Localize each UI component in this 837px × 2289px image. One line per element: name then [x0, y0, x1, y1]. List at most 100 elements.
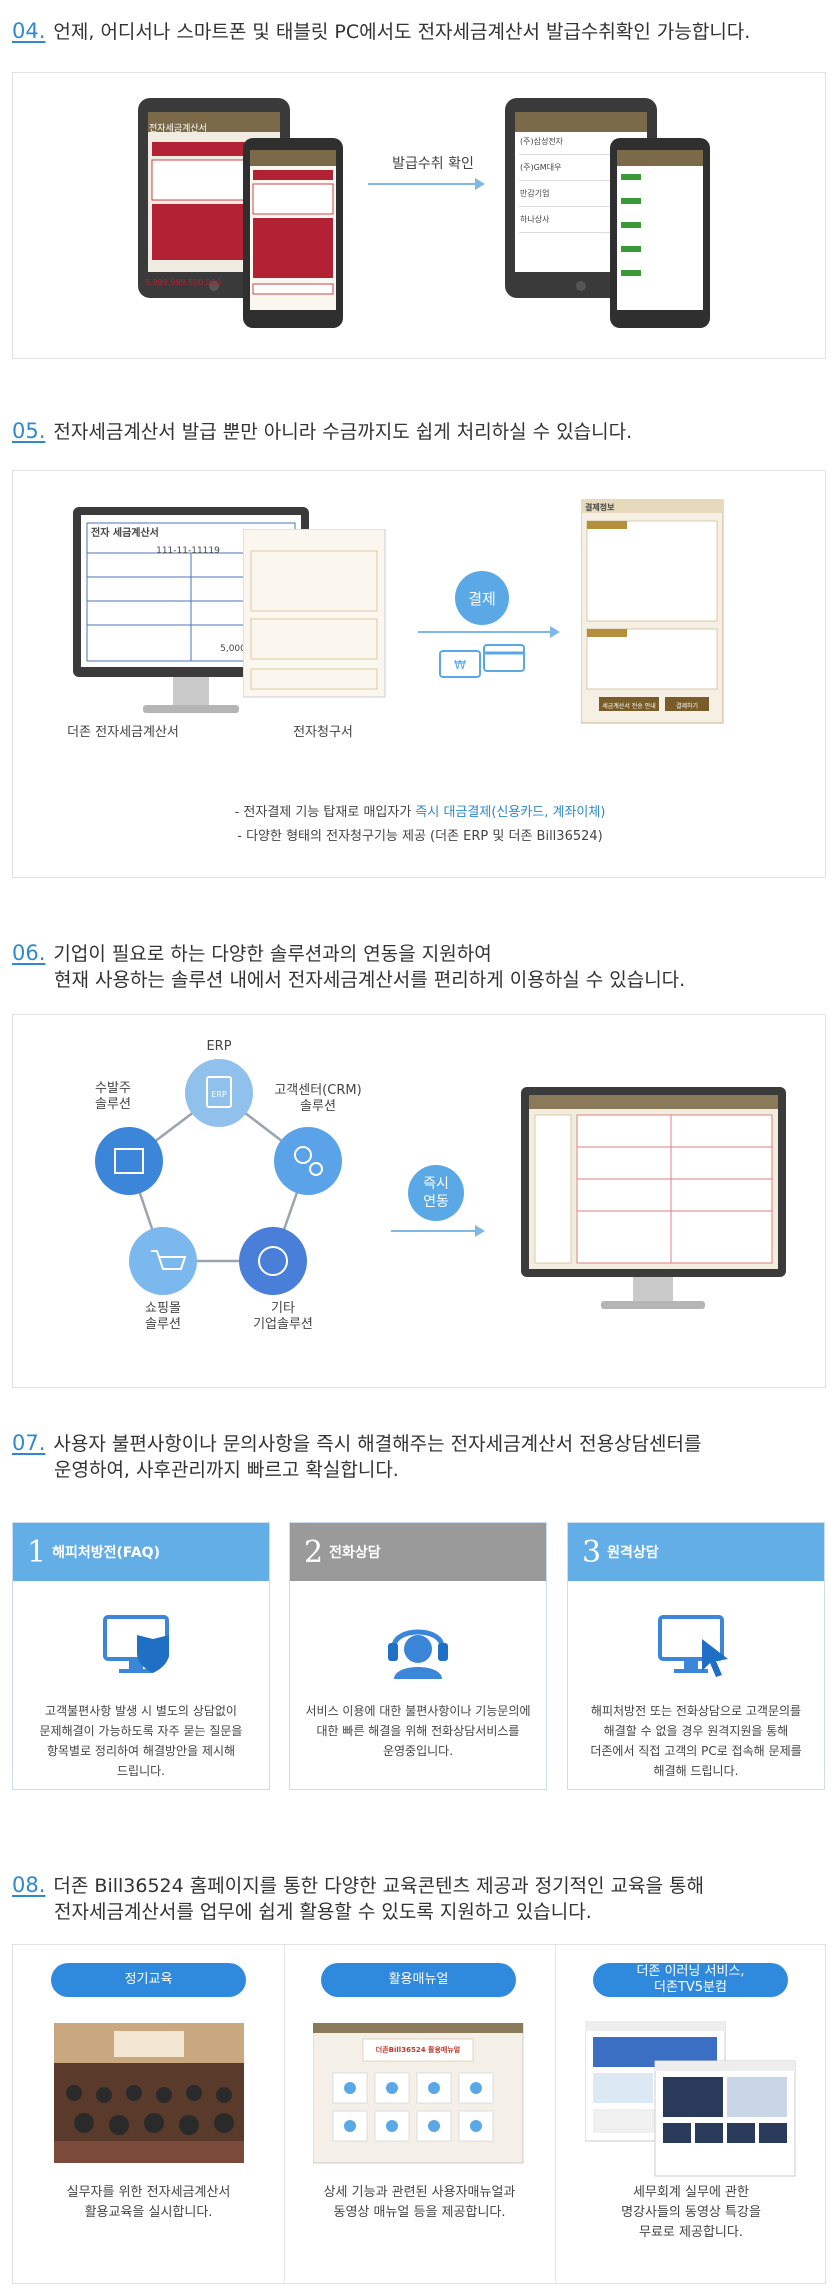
pay-button[interactable]: 결제하기	[675, 703, 699, 710]
list-row-3: 만감기업	[520, 189, 550, 198]
list-row-4: 하나상사	[520, 215, 550, 224]
section-04-panel: 전자세금계산서 5,999,999,500,000 발급수취 확인 (주)삼성전…	[12, 72, 826, 359]
section-05-title: 전자세금계산서 발급 뿐만 아니라 수금까지도 쉽게 처리하실 수 있습니다.	[53, 421, 633, 443]
caption-user-manual-2: 동영상 매뉴얼 등을 제공합니다.	[333, 2205, 506, 2220]
section-06-number: 06.	[12, 941, 46, 965]
card-remote-title: 원격상담	[607, 1545, 659, 1561]
caption-douzone-invoice: 더존 전자세금계산서	[67, 725, 179, 740]
card-faq-body: 고객불편사항 발생 시 별도의 상담없이 문제해결이 가능하도록 자주 묻는 질…	[13, 1701, 269, 1781]
card-remote[interactable]: 3 원격상담 해피처방전 또는 전화상담으로 고객문의를 해결할 수 없을 경우 …	[567, 1522, 825, 1790]
section-04: 04. 언제, 어디서나 스마트폰 및 태블릿 PC에서도 전자세금계산서 발급수…	[0, 0, 837, 360]
card-phone-title: 전화상담	[329, 1545, 381, 1561]
node-etc-label-1: 기타	[271, 1301, 295, 1316]
node-crm-label-2: 솔루션	[300, 1099, 336, 1114]
tablet-doc-title: 전자세금계산서	[149, 124, 207, 134]
section-04-title: 언제, 어디서나 스마트폰 및 태블릿 PC에서도 전자세금계산서 발급수취확인…	[53, 21, 751, 43]
column-divider	[284, 1945, 285, 2283]
caption-elearning-2: 명강사들의 동영상 특강을	[621, 2205, 761, 2220]
section-07-number: 07.	[12, 1431, 46, 1455]
card-remote-line-1: 해피처방전 또는 전화상담으로 고객문의를	[590, 1704, 802, 1718]
node-crm-label: 고객센터(CRM)솔루션	[258, 1083, 378, 1115]
section-05-panel: 전자 세금계산서 111-11-11119 5,000 더존 전자세금계산서 전…	[12, 470, 826, 878]
pill-elearning-label-1: 더존 이러닝 서비스,	[636, 1964, 745, 1979]
node-erp-label: ERP	[206, 1039, 232, 1054]
card-phone-line-2: 대한 빠른 해결을 위해 전화상담서비스를	[316, 1724, 520, 1738]
section-08: 08.더존 Bill36524 홈페이지를 통한 다양한 교육콘텐츠 제공과 정…	[0, 1862, 837, 2289]
section-05-number: 05.	[12, 419, 46, 443]
instant-link-badge-1: 즉시	[423, 1176, 449, 1192]
tablet-doc-amount: 5,999,999,500,000	[144, 278, 222, 287]
node-crm-label-1: 고객센터(CRM)	[274, 1083, 362, 1098]
node-order-label-1: 수발주	[95, 1081, 131, 1096]
card-remote-body: 해피처방전 또는 전화상담으로 고객문의를 해결할 수 없을 경우 원격지원을 …	[568, 1701, 824, 1781]
card-remote-line-2: 해결할 수 없을 경우 원격지원을 통해	[603, 1724, 789, 1738]
payment-badge: 결제	[455, 571, 509, 625]
section-08-heading: 08.더존 Bill36524 홈페이지를 통한 다양한 교육콘텐츠 제공과 정…	[12, 1872, 704, 1925]
section-05-heading: 05. 전자세금계산서 발급 뿐만 아니라 수금까지도 쉽게 처리하실 수 있습니…	[12, 418, 632, 445]
section-06-title-1: 기업이 필요로 하는 다양한 솔루션과의 연동을 지원하여	[53, 943, 492, 965]
card-faq-line-4: 드립니다.	[117, 1764, 165, 1778]
card-faq-line-2: 문제해결이 가능하도록 자주 묻는 질문을	[39, 1724, 243, 1738]
list-row-2: (주)GM대우	[520, 163, 562, 172]
column-divider	[555, 1945, 556, 2283]
pill-elearning-label-2: 더존TV5분컴	[654, 1980, 727, 1995]
pill-regular-education[interactable]: 정기교육	[51, 1963, 246, 1997]
section-05: 05. 전자세금계산서 발급 뿐만 아니라 수금까지도 쉽게 처리하실 수 있습니…	[0, 408, 837, 878]
card-remote-line-4: 해결해 드립니다.	[653, 1764, 739, 1778]
headset-icon	[388, 1629, 448, 1679]
pill-elearning[interactable]: 더존 이러닝 서비스, 더존TV5분컴	[593, 1963, 788, 1997]
pill-user-manual[interactable]: 활용매뉴얼	[321, 1963, 516, 1997]
bullet-1-highlight: 즉시 대금결제(신용카드, 계좌이체)	[415, 805, 606, 820]
send-notice-button[interactable]: 세금계산서 전송 안내	[602, 703, 656, 710]
section-06: 06.기업이 필요로 하는 다양한 솔루션과의 연동을 지원하여 현재 사용하는…	[0, 930, 837, 1390]
arrow-right-icon	[368, 178, 485, 190]
section-08-number: 08.	[12, 1873, 46, 1897]
node-shop-label-1: 쇼핑몰	[145, 1301, 181, 1316]
caption-elearning-1: 세무회계 실무에 관한	[633, 2185, 749, 2200]
section-06-heading: 06.기업이 필요로 하는 다양한 솔루션과의 연동을 지원하여 현재 사용하는…	[12, 940, 685, 993]
caption-elearning-3: 무료로 제공합니다.	[639, 2225, 743, 2240]
card-faq-line-3: 항목별로 정리하여 해결방안을 제시해	[46, 1744, 236, 1758]
card-phone-number: 2	[304, 1534, 324, 1570]
mobile-issue-screens	[138, 98, 343, 328]
card-phone-head: 2 전화상담	[290, 1523, 546, 1581]
section-08-title-2: 전자세금계산서를 업무에 쉽게 활용할 수 있도록 지원하고 있습니다.	[54, 1901, 592, 1923]
card-phone-line-1: 서비스 이용에 대한 불편사항이나 기능문의에	[305, 1704, 531, 1718]
card-faq-title: 해피처방전(FAQ)	[52, 1545, 160, 1561]
caption-regular-education-2: 활용교육을 실시합니다.	[84, 2205, 213, 2220]
bullet-1-text: - 전자결제 기능 탑재로 매입자가	[234, 805, 412, 820]
card-remote-line-3: 더존에서 직접 고객의 PC로 접속해 문제를	[590, 1744, 802, 1758]
list-row-1: (주)삼성전자	[520, 137, 564, 146]
section-07: 07. 사용자 불편사항이나 문의사항을 즉시 해결해주는 전자세금계산서 전용상…	[0, 1420, 837, 1800]
seminar-photo	[54, 2023, 244, 2163]
invoice-doc-number: 111-11-11119	[156, 546, 220, 556]
integrated-solution-monitor	[521, 1087, 786, 1309]
card-phone-body: 서비스 이용에 대한 불편사항이나 기능문의에 대한 빠른 해결을 위해 전화상…	[290, 1701, 546, 1761]
monitor-cursor-icon	[658, 1615, 728, 1677]
manual-page-thumbnail	[313, 2023, 524, 2164]
svg-text:₩: ₩	[454, 658, 466, 672]
instant-link-badge-2: 연동	[423, 1194, 449, 1210]
card-phone-line-3: 운영중입니다.	[382, 1744, 454, 1758]
section-07-title-1: 사용자 불편사항이나 문의사항을 즉시 해결해주는 전자세금계산서 전용상담센터…	[53, 1433, 702, 1455]
section-07-heading: 07. 사용자 불편사항이나 문의사항을 즉시 해결해주는 전자세금계산서 전용상…	[12, 1430, 701, 1483]
mobile-list-screens	[505, 98, 710, 328]
caption-regular-education-1: 실무자를 위한 전자세금계산서	[66, 2185, 231, 2200]
section-04-heading: 04. 언제, 어디서나 스마트폰 및 태블릿 PC에서도 전자세금계산서 발급수…	[12, 18, 750, 45]
caption-e-bill: 전자청구서	[293, 725, 353, 740]
invoice-doc-total: 5,000	[220, 644, 246, 654]
bullet-2: - 다양한 형태의 전자청구기능 제공 (더존 ERP 및 더존 Bill365…	[237, 829, 603, 844]
issue-receive-check-label: 발급수취 확인	[392, 156, 474, 172]
card-phone[interactable]: 2 전화상담 서비스 이용에 대한 불편사항이나 기능문의에 대한 빠른 해결을 …	[289, 1522, 547, 1790]
section-07-title-2: 운영하여, 사후관리까지 빠르고 확실합니다.	[54, 1459, 399, 1481]
section-08-panel: 정기교육 실무자를 위한 전자세금계산서 활용교육을 실시합니다. 활용매뉴얼	[12, 1944, 826, 2284]
section-04-number: 04.	[12, 19, 46, 43]
card-payment-icon: ₩	[439, 644, 525, 678]
card-remote-number: 3	[582, 1534, 602, 1570]
